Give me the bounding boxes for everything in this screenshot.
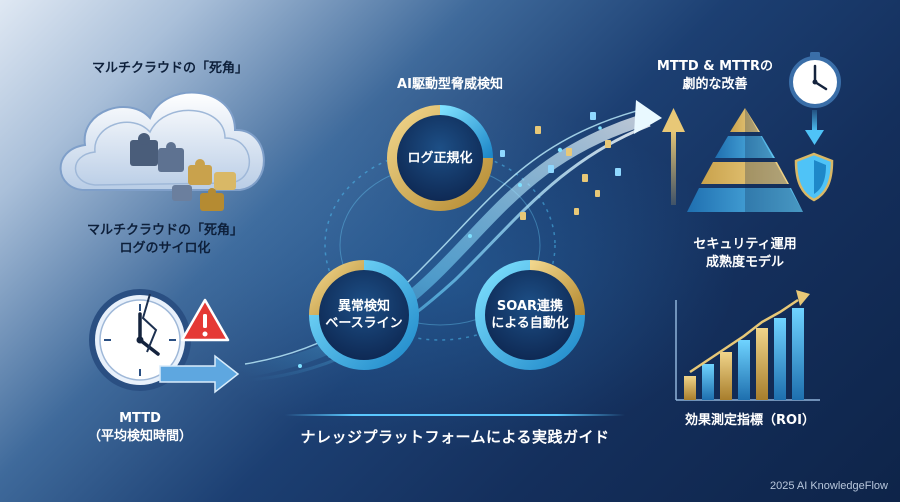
node-anomaly-baseline xyxy=(309,260,419,370)
maturity-caption: セキュリティ運用 成熟度モデル xyxy=(680,236,810,272)
warning-icon xyxy=(180,298,230,342)
node-anomaly-baseline-line1: 異常検知 xyxy=(337,299,390,314)
ai-detection-title: AI駆動型脅威検知 xyxy=(397,77,503,92)
node-log-normalization-label: ログ正規化 xyxy=(407,151,473,166)
mttd-caption-line2: （平均検知時間） xyxy=(87,429,192,444)
node-anomaly-baseline-line2: ベースライン xyxy=(325,316,403,331)
silo-caption-line1: マルチクラウドの「死角」 xyxy=(86,223,243,238)
puzzle-piece-icon xyxy=(130,133,236,211)
node-anomaly-baseline-label: 異常検知 ベースライン xyxy=(314,298,414,332)
pyramid-icon xyxy=(687,108,803,212)
roi-chart-icon xyxy=(675,290,820,401)
arrow-right-icon xyxy=(159,354,240,394)
silo-caption: マルチクラウドの「死角」 ログのサイロ化 xyxy=(55,222,275,258)
node-log-normalization xyxy=(387,105,493,211)
shield-icon xyxy=(794,152,834,202)
broken-clock-icon xyxy=(89,289,191,391)
blindspot-heading: マルチクラウドの「死角」 xyxy=(91,61,248,76)
subtitle-divider xyxy=(285,414,625,416)
mttr-heading: MTTD & MTTRの 劇的な改善 xyxy=(650,58,780,94)
mttr-heading-line2: 劇的な改善 xyxy=(682,77,748,92)
node-soar-automation xyxy=(475,260,585,370)
arrow-up-icon xyxy=(662,108,685,205)
node-soar-automation-label: SOAR連携 による自動化 xyxy=(480,298,580,332)
mttd-caption: MTTD （平均検知時間） xyxy=(70,410,210,446)
silo-caption-line2: ログのサイロ化 xyxy=(119,241,211,256)
node-soar-automation-line2: による自動化 xyxy=(491,316,569,331)
node-soar-automation-line1: SOAR連携 xyxy=(496,299,564,314)
mttd-caption-line1: MTTD xyxy=(119,411,161,426)
credit-text: 2025 AI KnowledgeFlow xyxy=(769,480,888,492)
maturity-caption-line1: セキュリティ運用 xyxy=(693,237,797,252)
page-subtitle: ナレッジプラットフォームによる実践ガイド xyxy=(300,428,610,446)
mttr-heading-line1: MTTD & MTTRの xyxy=(656,59,774,74)
roi-caption: 効果測定指標（ROI） xyxy=(685,413,815,428)
stopwatch-icon xyxy=(789,52,841,108)
maturity-caption-line2: 成熟度モデル xyxy=(705,255,784,270)
cloud-silo-icon xyxy=(59,91,265,211)
arrow-down-icon xyxy=(805,110,824,145)
